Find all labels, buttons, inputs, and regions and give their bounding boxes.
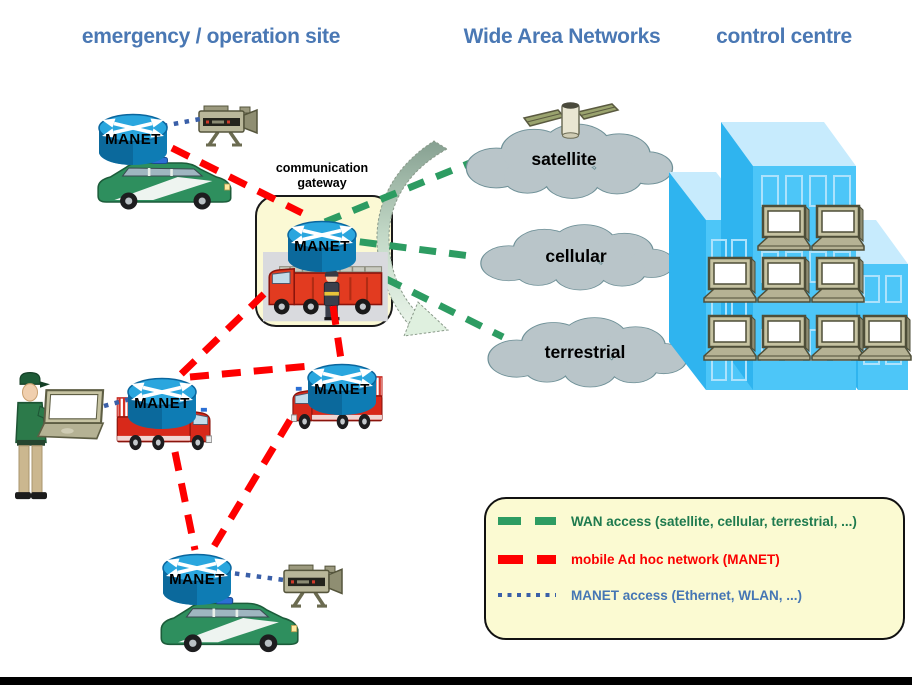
officer-laptop-icon — [36, 389, 105, 440]
manet-label: MANET — [169, 571, 225, 588]
manet-link-gateway-east — [329, 305, 346, 367]
cloud-label-cellular: cellular — [545, 246, 607, 266]
laptop-icon — [756, 204, 812, 252]
title-control-centre: control centre — [716, 25, 852, 48]
legend-box: WAN access (satellite, cellular, terrest… — [484, 497, 905, 640]
manet-label: MANET — [294, 238, 350, 255]
legend-item-manet: mobile Ad hoc network (MANET) — [498, 549, 780, 569]
access-link-camera-north — [162, 116, 201, 129]
manet-link-gateway-west — [171, 291, 267, 384]
wan-link-satellite — [323, 159, 472, 226]
gateway-label: communication gateway — [252, 161, 392, 191]
legend-label-access: MANET access (Ethernet, WLAN, ...) — [571, 587, 803, 603]
laptop-icon — [702, 256, 758, 304]
legend-label-wan: WAN access (satellite, cellular, terrest… — [571, 513, 857, 529]
laptop-icon — [756, 314, 812, 362]
title-emergency-site: emergency / operation site — [81, 25, 341, 48]
title-wide-area-networks: Wide Area Networks — [463, 25, 661, 48]
green-dashed-line-sample — [498, 517, 556, 525]
manet-link-west-south — [171, 451, 199, 551]
control-centre-building — [669, 122, 912, 390]
gateway-label-line2: gateway — [297, 176, 347, 190]
legend-item-wan: WAN access (satellite, cellular, terrest… — [498, 511, 857, 531]
laptop-icon — [810, 256, 866, 304]
laptop-icon — [810, 314, 866, 362]
access-link-officer-laptop — [103, 396, 131, 409]
bottom-divider-bar — [0, 677, 912, 685]
laptop-icon — [857, 314, 912, 362]
manet-label: MANET — [134, 395, 190, 412]
police-car-icon — [159, 596, 300, 654]
manet-link-west-east — [189, 362, 311, 381]
manet-label: MANET — [314, 381, 370, 398]
blue-dotted-line-sample — [498, 593, 556, 597]
manet-link-east-south — [210, 418, 293, 550]
gateway-label-line1: communication — [275, 161, 369, 175]
legend-item-access: MANET access (Ethernet, WLAN, ...) — [498, 585, 802, 605]
laptop-icon — [756, 256, 812, 304]
laptop-icon — [702, 314, 758, 362]
red-dashed-line-sample — [498, 554, 556, 564]
manet-link-north-gateway — [170, 144, 304, 217]
video-camera-icon — [282, 563, 344, 608]
legend-label-manet: mobile Ad hoc network (MANET) — [571, 551, 780, 567]
manet-label: MANET — [105, 131, 161, 148]
wan-link-cellular — [329, 234, 479, 261]
laptop-icon — [810, 204, 866, 252]
cloud-label-terrestrial: terrestrial — [544, 342, 626, 362]
cloud-label-satellite: satellite — [531, 149, 597, 169]
video-camera-icon — [197, 104, 259, 147]
